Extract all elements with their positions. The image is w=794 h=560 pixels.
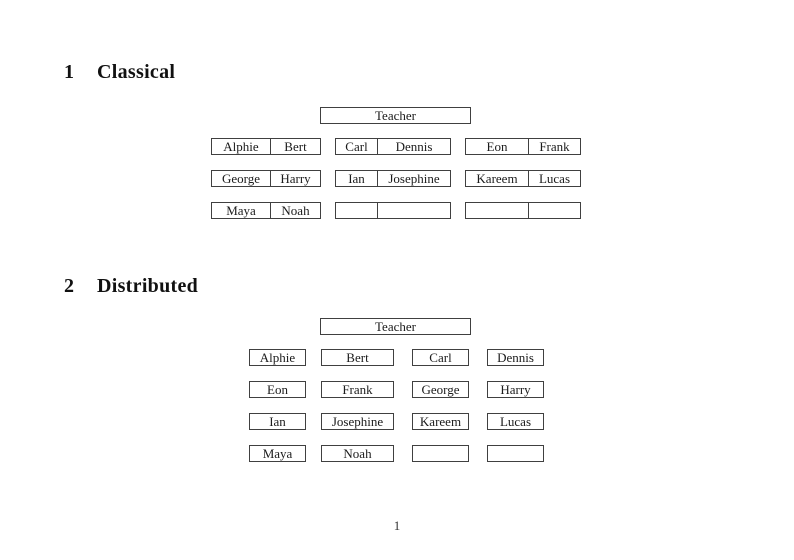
desk-empty <box>465 202 581 219</box>
seat-box: Maya <box>249 445 306 462</box>
desk-empty <box>335 202 451 219</box>
section-title: Classical <box>97 61 176 83</box>
seat-box-empty <box>412 445 469 462</box>
desk-seat: George <box>212 171 271 186</box>
seat-box: Lucas <box>487 413 544 430</box>
section-heading-classical: 1 Classical <box>64 61 175 83</box>
teacher-box-classical: Teacher <box>320 107 471 124</box>
desk-seat: Bert <box>284 139 307 154</box>
seat-box: George <box>412 381 469 398</box>
desk-seat: Kareem <box>466 171 529 186</box>
desk-seat: Dennis <box>395 139 433 154</box>
page-number: 1 <box>393 518 401 533</box>
desk: Kareem Lucas <box>465 170 581 187</box>
seat-box: Carl <box>412 349 469 366</box>
section-number: 1 <box>64 61 75 83</box>
desk: Ian Josephine <box>335 170 451 187</box>
desk: Maya Noah <box>211 202 321 219</box>
seat-box: Harry <box>487 381 544 398</box>
desk-seat-empty <box>336 203 378 218</box>
teacher-box-distributed: Teacher <box>320 318 471 335</box>
desk: Carl Dennis <box>335 138 451 155</box>
desk-seat-empty <box>466 203 529 218</box>
desk: George Harry <box>211 170 321 187</box>
seat-box: Noah <box>321 445 394 462</box>
desk: Eon Frank <box>465 138 581 155</box>
desk-seat: Alphie <box>212 139 271 154</box>
desk-seat: Josephine <box>388 171 440 186</box>
seat-box: Alphie <box>249 349 306 366</box>
desk-seat: Lucas <box>538 171 571 186</box>
desk-seat: Harry <box>280 171 311 186</box>
desk-seat: Frank <box>539 139 570 154</box>
section-title: Distributed <box>97 275 199 297</box>
section-number: 2 <box>64 275 75 297</box>
desk-seat-empty <box>378 203 450 218</box>
seat-box: Dennis <box>487 349 544 366</box>
seat-box: Kareem <box>412 413 469 430</box>
desk-seat: Eon <box>466 139 529 154</box>
seat-box-empty <box>487 445 544 462</box>
seat-box: Josephine <box>321 413 394 430</box>
desk-seat-empty <box>529 203 580 218</box>
seat-box: Bert <box>321 349 394 366</box>
seat-box: Ian <box>249 413 306 430</box>
seat-box: Frank <box>321 381 394 398</box>
desk-seat: Maya <box>212 203 271 218</box>
desk: Alphie Bert <box>211 138 321 155</box>
desk-seat: Noah <box>281 203 310 218</box>
desk-seat: Ian <box>336 171 378 186</box>
desk-seat: Carl <box>336 139 378 154</box>
section-heading-distributed: 2 Distributed <box>64 275 198 297</box>
seat-box: Eon <box>249 381 306 398</box>
